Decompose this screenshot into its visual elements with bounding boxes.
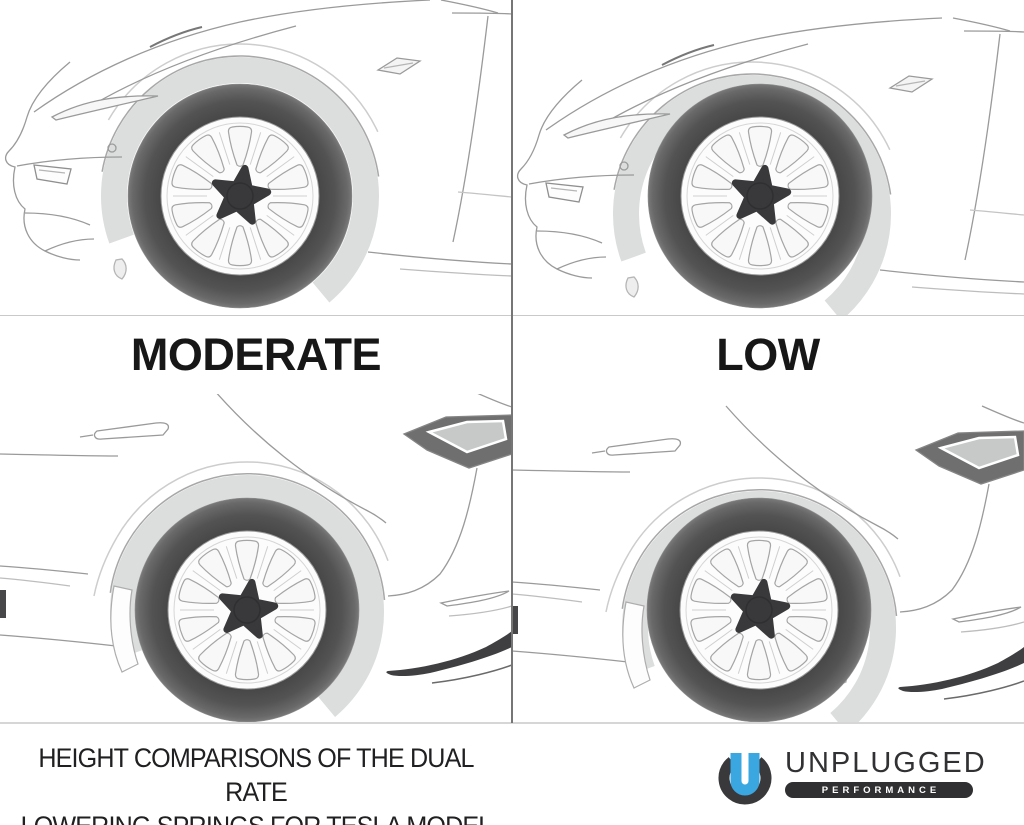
brand-logo: UNPLUGGED PERFORMANCE — [714, 744, 987, 808]
low-label: LOW — [512, 316, 1024, 394]
low-label-text: LOW — [716, 329, 820, 380]
front-wheel-low-illustration — [512, 0, 1024, 316]
vertical-divider — [511, 0, 513, 723]
horizontal-divider-bottom — [0, 722, 1024, 724]
caption-line-2: LOWERING SPRINGS FOR TESLA MODEL 3 — [18, 809, 494, 825]
moderate-label-text: MODERATE — [130, 329, 382, 380]
caption: HEIGHT COMPARISONS OF THE DUAL RATE LOWE… — [18, 741, 494, 825]
front-wheel-moderate-illustration — [0, 0, 512, 316]
brand-name: UNPLUGGED — [785, 747, 987, 779]
caption-line-1: HEIGHT COMPARISONS OF THE DUAL RATE — [38, 743, 474, 807]
label-row: MODERATE LOW — [0, 316, 1024, 394]
moderate-label: MODERATE — [0, 316, 512, 394]
rear-wheel-low-illustration — [512, 394, 1024, 722]
brand-subtitle-pill: PERFORMANCE — [785, 782, 973, 798]
brand-wordmark: UNPLUGGED PERFORMANCE — [785, 744, 987, 798]
brand-subtitle: PERFORMANCE — [821, 785, 941, 796]
rear-wheel-moderate-illustration — [0, 394, 512, 722]
unplugged-u-badge-icon — [718, 751, 772, 805]
